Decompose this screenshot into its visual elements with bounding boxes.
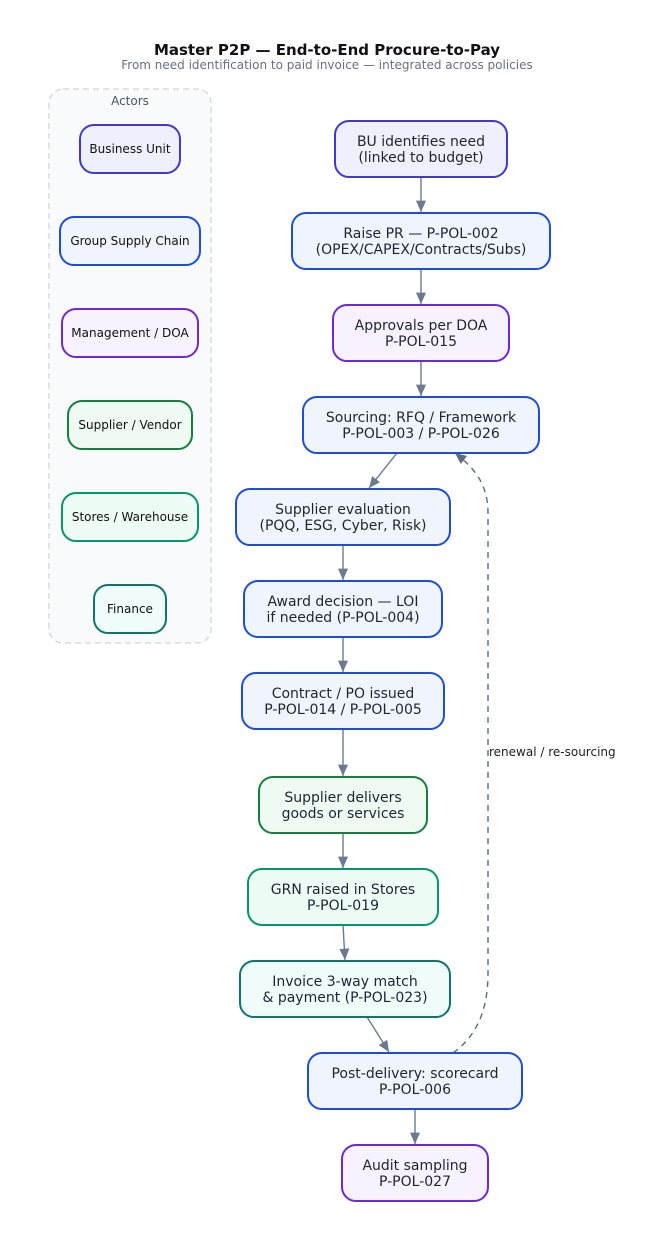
flow-node-box (235, 488, 451, 546)
actor-box (67, 400, 193, 450)
flow-node-label: Award decision — LOI (268, 594, 419, 610)
actor-label: Business Unit (89, 142, 170, 156)
flow-node-label: Supplier delivers (284, 790, 401, 806)
actor-box (93, 584, 167, 634)
actor-item: Finance (93, 584, 167, 634)
diagram-subtitle: From need identification to paid invoice… (121, 58, 533, 72)
actors-panel-title: Actors (111, 94, 149, 108)
flow-node-label: (OPEX/CAPEX/Contracts/Subs) (316, 242, 527, 258)
flow-edges (337, 177, 427, 1144)
feedback-arrow (452, 452, 489, 1054)
flow-node-label: Approvals per DOA (355, 318, 488, 334)
flow-node-label: P-POL-014 / P-POL-005 (264, 702, 422, 718)
flow-nodes: BU identifies need(linked to budget) Rais… (235, 120, 551, 1202)
flow-node-label: P-POL-003 / P-POL-026 (342, 426, 500, 442)
actor-item: Stores / Warehouse (61, 492, 199, 542)
flow-node-label: P-POL-019 (307, 898, 379, 914)
actor-box (61, 308, 199, 358)
actor-box (59, 216, 201, 266)
feedback-loop: renewal / re-sourcing (452, 452, 616, 1054)
flow-node-label: P-POL-015 (385, 334, 457, 350)
flow-node-box (239, 960, 451, 1018)
flow-node-evaluation: Supplier evaluation(PQQ, ESG, Cyber, Ris… (235, 488, 451, 546)
flow-node-box (258, 776, 428, 834)
flow-node-box (341, 1144, 489, 1202)
flow-node-label: (linked to budget) (358, 150, 483, 166)
flow-arrow (368, 452, 398, 489)
flow-node-box (334, 120, 508, 178)
flow-node-box (302, 396, 540, 454)
flow-node-label: & payment (P-POL-023) (262, 990, 427, 1006)
flow-node-label: goods or services (282, 806, 405, 822)
flow-node-label: P-POL-027 (379, 1174, 451, 1190)
flow-node-box (241, 672, 445, 730)
feedback-label: renewal / re-sourcing (489, 745, 616, 759)
actor-label: Supplier / Vendor (78, 418, 181, 432)
flow-node-invoice: Invoice 3-way match& payment (P-POL-023) (239, 960, 451, 1018)
flow-node-label: Supplier evaluation (275, 502, 411, 518)
actor-label: Stores / Warehouse (72, 510, 188, 524)
flow-node-need: BU identifies need(linked to budget) (334, 120, 508, 178)
flow-node-label: BU identifies need (357, 134, 485, 150)
actor-item: Business Unit (79, 124, 181, 174)
actor-item: Supplier / Vendor (67, 400, 193, 450)
flow-node-box (307, 1052, 523, 1110)
flow-node-label: Sourcing: RFQ / Framework (326, 410, 517, 426)
flow-node-label: Invoice 3-way match (272, 974, 418, 990)
actor-label: Finance (107, 602, 153, 616)
flow-node-label: GRN raised in Stores (271, 882, 415, 898)
flow-node-label: Contract / PO issued (272, 686, 415, 702)
flow-node-pr: Raise PR — P-POL-002(OPEX/CAPEX/Contract… (291, 212, 551, 270)
flow-node-label: Post-delivery: scorecard (331, 1066, 498, 1082)
flow-node-box (332, 304, 510, 362)
actor-label: Management / DOA (71, 326, 189, 340)
diagram-title: Master P2P — End-to-End Procure-to-Pay (154, 41, 500, 59)
actor-item: Group Supply Chain (59, 216, 201, 266)
flow-node-label: Audit sampling (362, 1158, 467, 1174)
flow-node-box (291, 212, 551, 270)
flow-node-box (247, 868, 439, 926)
flow-node-label: if needed (P-POL-004) (266, 610, 419, 626)
flow-node-box (243, 580, 443, 638)
actor-box (79, 124, 181, 174)
actor-label: Group Supply Chain (70, 234, 189, 248)
actor-item: Management / DOA (61, 308, 199, 358)
flow-node-label: Raise PR — P-POL-002 (343, 226, 498, 242)
flow-arrow (339, 924, 350, 961)
flow-node-label: (PQQ, ESG, Cyber, Risk) (259, 518, 426, 534)
flow-arrow (366, 1016, 390, 1053)
flow-node-label: P-POL-006 (379, 1082, 451, 1098)
actor-box (61, 492, 199, 542)
